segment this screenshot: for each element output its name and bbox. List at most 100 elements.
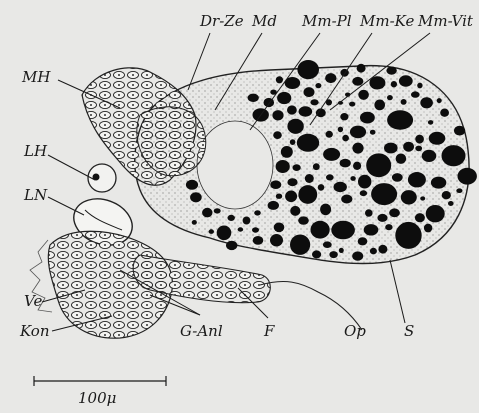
vitellus-granule	[243, 217, 251, 225]
vitellus-granule	[417, 83, 422, 89]
vitellus-granule	[396, 154, 407, 164]
vitellus-granule	[299, 106, 313, 116]
vitellus-granule	[277, 92, 291, 104]
vitellus-granule	[276, 160, 290, 173]
vitellus-granule	[428, 120, 433, 125]
vitellus-granule	[312, 250, 321, 258]
vitellus-granule	[358, 90, 369, 100]
label-mm-ke: Mm-Ke	[359, 12, 414, 30]
vitellus-granule	[429, 132, 446, 145]
vitellus-granule	[387, 110, 413, 130]
vitellus-granule	[297, 134, 319, 152]
vitellus-granule	[442, 191, 451, 199]
vitellus-granule	[290, 206, 300, 216]
label-lh: LH	[23, 142, 48, 160]
cleared-region	[197, 121, 273, 209]
vitellus-granule	[331, 221, 355, 240]
vitellus-granule	[320, 204, 331, 216]
label-s: S	[404, 322, 414, 340]
vitellus-granule	[238, 227, 244, 231]
vitellus-granule	[385, 224, 392, 230]
label-ve: Ve	[24, 292, 42, 310]
vitellus-granule	[426, 205, 445, 222]
label-mm-vit: Mm-Vit	[417, 12, 474, 30]
vitellus-granule	[422, 150, 437, 162]
vitellus-granule	[329, 251, 337, 258]
vitellus-granule	[325, 73, 336, 83]
vitellus-granule	[364, 224, 379, 235]
vitellus-granule	[186, 180, 198, 190]
vitellus-granule	[287, 105, 297, 114]
vitellus-granule	[298, 185, 317, 204]
vitellus-granule	[358, 175, 371, 189]
vitellus-granule	[342, 135, 349, 142]
vitellus-granule	[360, 112, 375, 124]
vitellus-granule	[315, 83, 321, 88]
vitellus-granule	[440, 109, 449, 117]
vitellus-granule	[350, 126, 366, 139]
vitellus-granule	[437, 98, 442, 103]
vitellus-granule	[304, 87, 315, 97]
scale-bar-label: 100μ	[78, 389, 116, 407]
label-mm-pl: Mm-Pl	[301, 12, 352, 30]
vitellus-granule	[334, 182, 347, 192]
vitellus-granule	[276, 76, 283, 83]
vitellus-granule	[276, 194, 282, 199]
vitellus-granule	[392, 173, 403, 182]
vitellus-granule	[415, 135, 424, 144]
vitellus-granule	[254, 210, 261, 215]
vitellus-granule	[415, 146, 422, 152]
label-f: F	[263, 322, 275, 340]
label-mh: MH	[21, 68, 51, 86]
vitellus-granule	[252, 227, 259, 232]
vitellus-granule	[420, 196, 425, 200]
vitellus-granule	[228, 215, 235, 221]
vitellus-granule	[323, 148, 340, 161]
vitellus-granule	[190, 192, 202, 202]
vitellus-granule	[339, 248, 344, 253]
vitellus-granule	[391, 81, 397, 87]
vitellus-granule	[272, 110, 283, 120]
vitellus-granule	[253, 236, 264, 245]
vitellus-granule	[340, 159, 351, 168]
vitellus-granule	[386, 67, 396, 75]
vitellus-granule	[448, 201, 454, 206]
vitellus-granule	[358, 237, 368, 245]
vitellus-granule	[323, 241, 332, 248]
vitellus-granule	[313, 163, 320, 170]
vitellus-granule	[270, 180, 281, 189]
vitellus-granule	[454, 126, 465, 136]
vitellus-granule	[365, 209, 373, 216]
vitellus-granule	[350, 176, 355, 181]
vitellus-granule	[387, 95, 393, 100]
label-md: Md	[251, 12, 277, 30]
vitellus-granule	[248, 94, 259, 102]
vitellus-granule	[371, 183, 397, 205]
vitellus-granule	[310, 99, 318, 105]
vitellus-granule	[389, 208, 400, 217]
vitellus-granule	[326, 174, 334, 180]
vitellus-granule	[366, 153, 391, 177]
vitellus-granule	[287, 119, 303, 134]
label-dr-ze: Dr-Ze	[199, 12, 244, 30]
vitellus-granule	[290, 235, 310, 255]
vitellus-granule	[442, 145, 466, 166]
vitellus-granule	[360, 190, 367, 196]
vitellus-granule	[349, 102, 355, 107]
vitellus-granule	[326, 131, 333, 138]
vitellus-granule	[424, 224, 432, 233]
vitellus-granule	[415, 213, 425, 222]
vitellus-granule	[378, 245, 387, 254]
vitellus-granule	[370, 130, 376, 135]
vitellus-granule	[456, 188, 462, 193]
vitellus-granule	[395, 222, 421, 249]
vitellus-granule	[357, 64, 366, 73]
vitellus-granule	[226, 241, 237, 250]
vitellus-granule	[420, 97, 433, 108]
label-kon: Kon	[19, 322, 50, 340]
vitellus-granule	[274, 223, 285, 233]
vitellus-granule	[403, 142, 414, 152]
vitellus-granule	[352, 251, 363, 260]
vitellus-granule	[352, 143, 363, 154]
